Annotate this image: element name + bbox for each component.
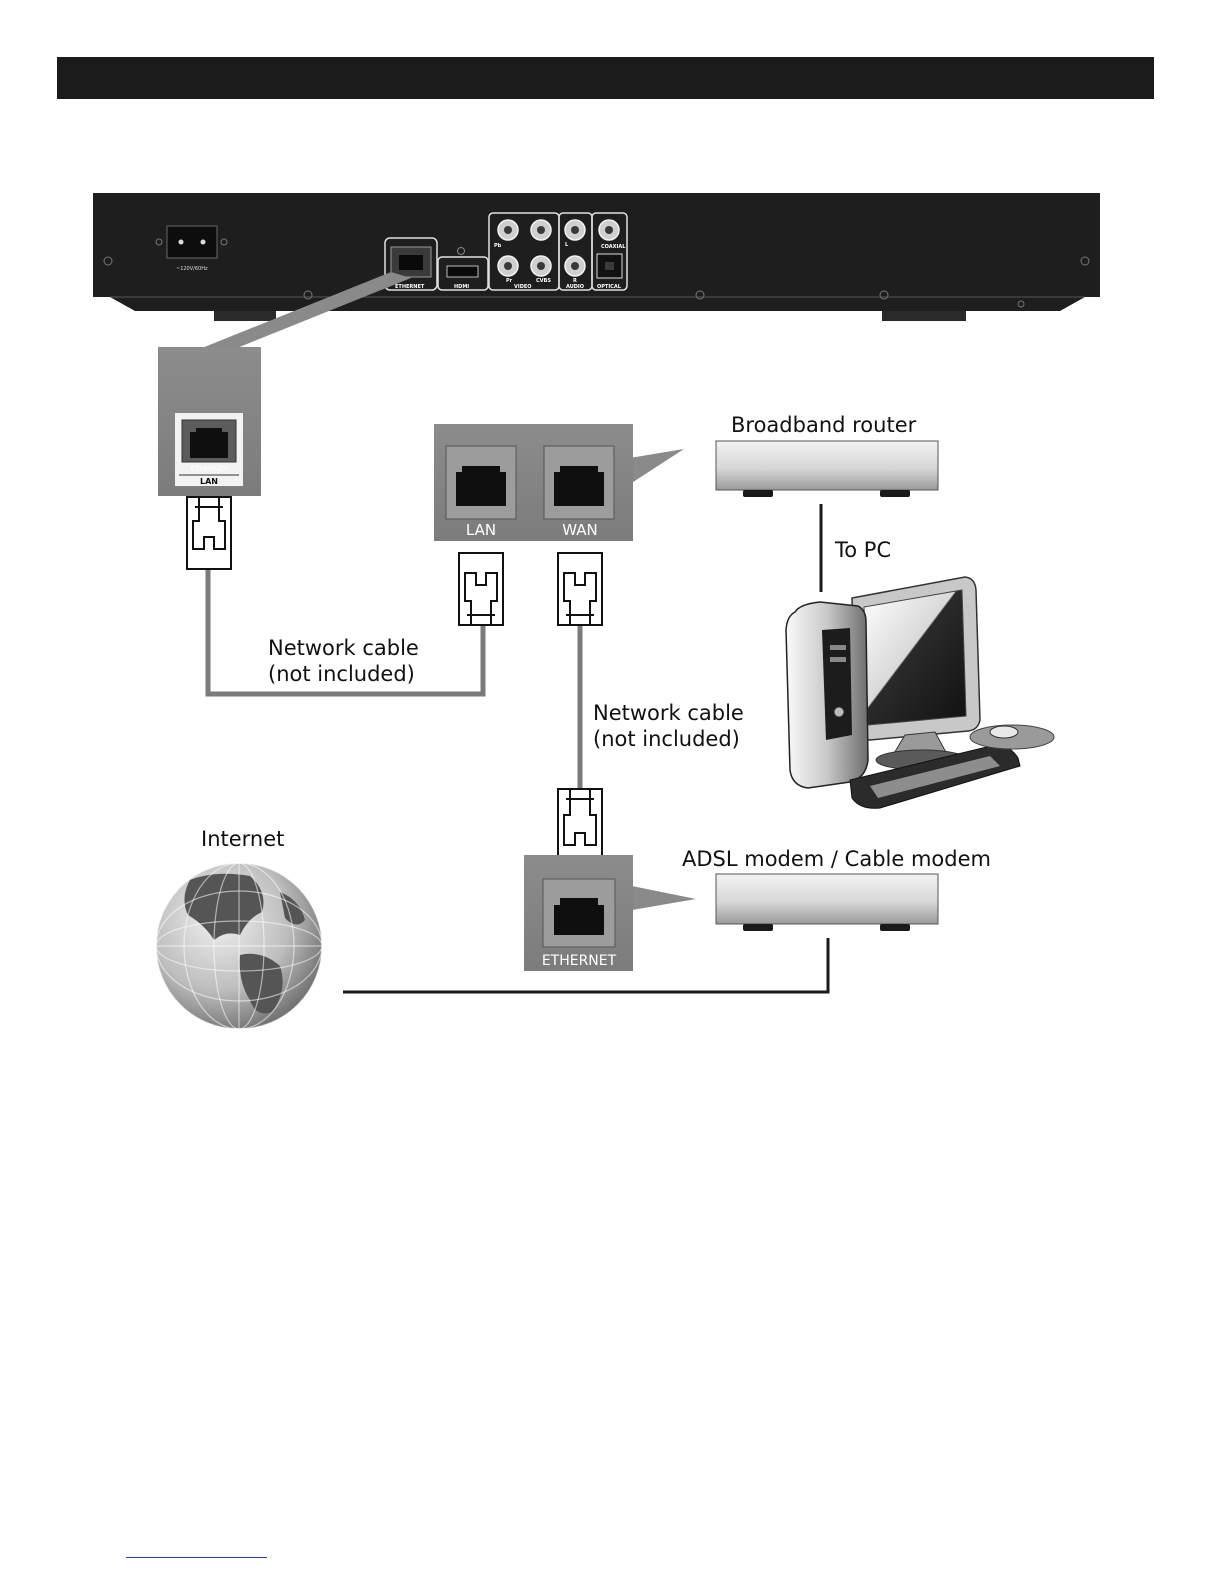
rj45-plug-icon <box>459 553 503 625</box>
rear-optical-label: OPTICAL <box>597 284 622 290</box>
router-port-panel: LAN WAN <box>434 424 684 541</box>
internet-label: Internet <box>201 827 284 851</box>
router-lan-label: LAN <box>466 521 496 539</box>
rear-pr-label: Pr <box>506 278 513 284</box>
globe-icon <box>156 863 322 1029</box>
to-pc-label: To PC <box>834 538 891 562</box>
adsl-cable-modem: ADSL modem / Cable modem <box>682 847 991 931</box>
network-cable-label-1a: Network cable <box>268 636 419 660</box>
rj45-jack-icon <box>554 898 604 935</box>
power-label: ~120V/60Hz <box>176 266 208 272</box>
footer-link-underline[interactable] <box>126 1557 267 1558</box>
rj45-plug-icon <box>187 497 231 569</box>
network-cable-label-1b: (not included) <box>268 662 415 686</box>
network-cable-label-2b: (not included) <box>593 727 740 751</box>
rear-coaxial-label: COAXIAL <box>601 244 626 250</box>
network-cable-label-2a: Network cable <box>593 701 744 725</box>
rear-ethernet-label: ETHERNET <box>395 284 425 290</box>
rear-pb-label: Pb <box>494 243 502 249</box>
broadband-router-label: Broadband router <box>731 413 917 437</box>
rj45-jack-icon <box>554 466 604 506</box>
router-wan-label: WAN <box>562 521 598 539</box>
desktop-pc-icon <box>786 577 1054 808</box>
rear-cvbs-label: CVBS <box>536 278 551 284</box>
modem-label: ADSL modem / Cable modem <box>682 847 991 871</box>
modem-port-panel: ETHERNET <box>524 855 696 971</box>
rear-hdmi-label: HDMI <box>454 284 469 290</box>
rj45-plug-icon <box>558 553 602 625</box>
zoom-lan-label: LAN <box>200 477 218 486</box>
modem-ethernet-label: ETHERNET <box>542 953 617 969</box>
rear-video-label: VIDEO <box>514 284 532 290</box>
broadband-router: Broadband router <box>716 413 938 497</box>
zoom-ethernet-label: ETHERNET <box>190 465 228 473</box>
rj45-jack-icon <box>190 428 228 458</box>
rj45-jack-icon <box>456 466 506 506</box>
rear-audio-label: AUDIO <box>566 284 584 290</box>
player-port-zoom: ETHERNET LAN <box>158 347 261 496</box>
player-rear-panel: ~120V/60Hz ETHERNET HDMI <box>93 193 1100 321</box>
